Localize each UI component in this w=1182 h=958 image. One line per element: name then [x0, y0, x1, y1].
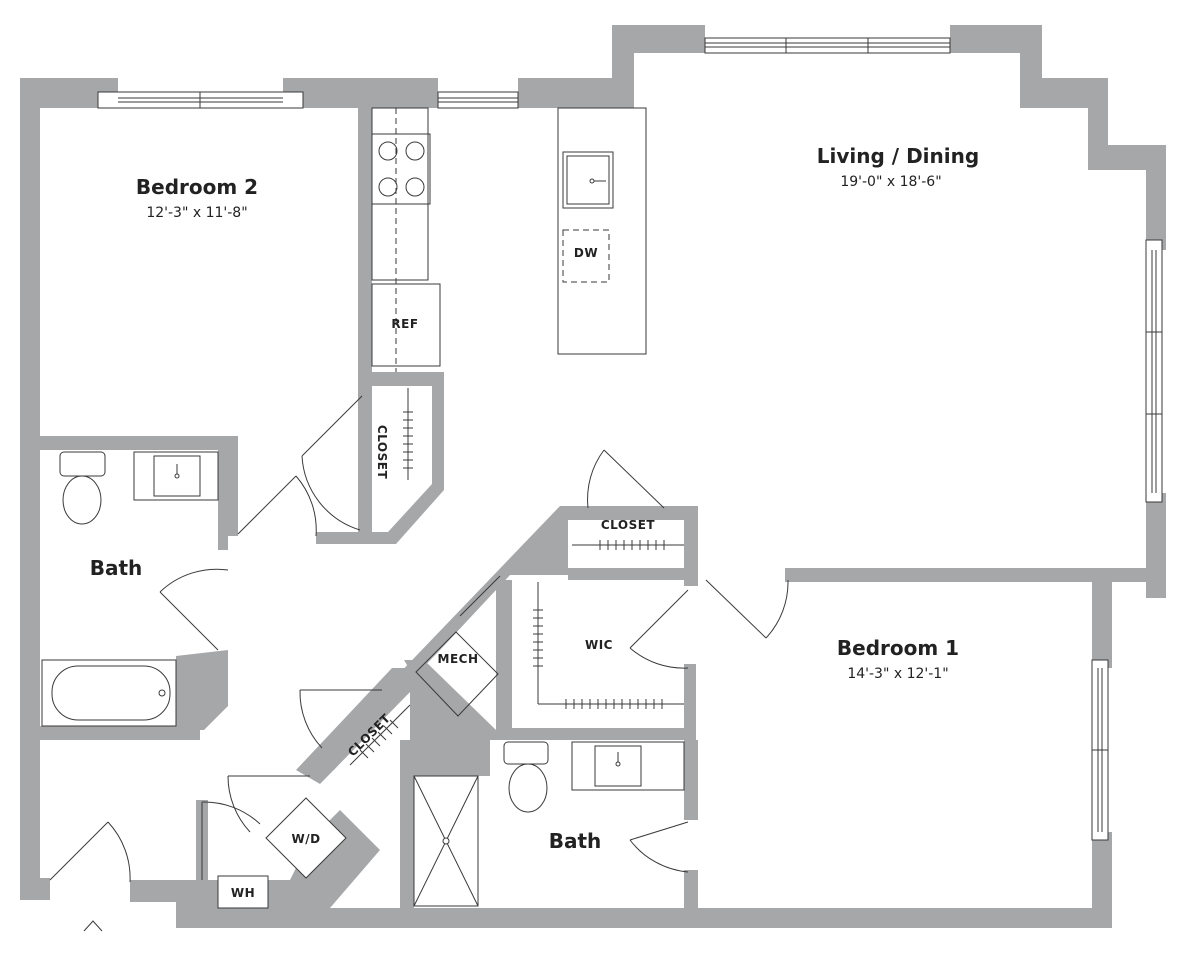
door-bath-left [159, 568, 229, 651]
door-mech [459, 575, 501, 617]
washer-dryer [265, 797, 347, 879]
bath-left-name: Bath [90, 556, 143, 580]
cooktop-icon [371, 133, 431, 205]
door-kitchen-closet [301, 395, 363, 531]
shower-icon [413, 775, 479, 907]
wic-rods [533, 582, 684, 709]
doors [49, 395, 789, 883]
kitchen-sink-icon [562, 151, 614, 209]
kitchen: REF DW [371, 107, 647, 372]
dishwasher [562, 229, 610, 283]
bedroom2-name: Bedroom 2 [136, 175, 258, 199]
closet-kitchen-rod [403, 388, 413, 480]
entry-arrow-icon [83, 920, 103, 932]
closet-kitchen-label: CLOSET [375, 425, 389, 480]
door-bedroom1 [705, 579, 789, 639]
water-heater [217, 875, 269, 909]
closet-entry-rod [349, 704, 411, 766]
bathtub-icon [41, 659, 177, 727]
refrigerator: REF [371, 283, 441, 367]
bath-sink-icon [571, 741, 685, 791]
bath-left-fixtures [41, 451, 219, 727]
washer-dryer-label: W/D [291, 832, 320, 846]
water-heater-label: WH [231, 886, 255, 900]
closet-living-label: CLOSET [601, 518, 656, 532]
dishwasher-label: DW [574, 246, 598, 260]
bath-right-fixtures [413, 741, 685, 907]
door-bath-right [629, 821, 689, 873]
door-entry-closet [299, 689, 382, 749]
wic-label: WIC [585, 638, 613, 652]
window-living-top [704, 37, 951, 54]
room-labels: Living / Dining 19'-0" x 18'-6" Bedroom … [90, 144, 979, 853]
window-bedroom1 [1091, 659, 1109, 841]
window-bedroom2 [97, 91, 304, 109]
mech-room [415, 631, 499, 717]
door-living-closet [587, 449, 665, 509]
bedroom1-dims: 14'-3" x 12'-1" [847, 666, 948, 682]
bath-right-name: Bath [549, 829, 602, 853]
kitchen-island: DW [557, 107, 647, 355]
bedroom1-name: Bedroom 1 [837, 636, 959, 660]
door-entry [49, 821, 131, 883]
living-name: Living / Dining [817, 144, 979, 168]
laundry: W/D WH [217, 797, 347, 909]
window-kitchen [437, 91, 519, 109]
closet-living-rod [572, 540, 684, 550]
bedroom2-dims: 12'-3" x 11'-8" [146, 205, 247, 221]
walls [20, 25, 1166, 928]
toilet-icon [59, 451, 106, 525]
toilet-icon [503, 741, 549, 813]
door-laundry [201, 775, 310, 880]
mech-label: MECH [438, 652, 479, 666]
door-wic [629, 589, 689, 669]
window-living-right [1145, 239, 1163, 503]
bath-sink-icon [133, 451, 219, 501]
living-dims: 19'-0" x 18'-6" [840, 174, 941, 190]
refrigerator-label: REF [391, 317, 418, 331]
windows [97, 37, 1163, 841]
door-bedroom2 [237, 475, 317, 537]
